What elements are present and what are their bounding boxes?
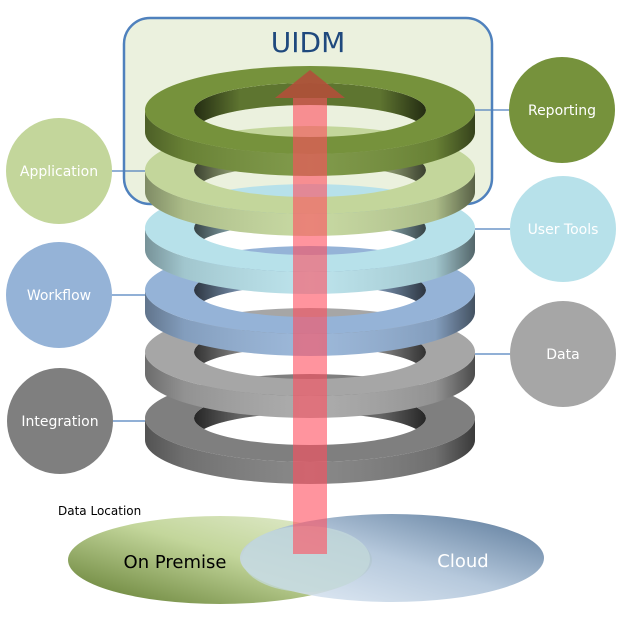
circle-label: Application — [20, 164, 98, 180]
circle-user-tools[interactable]: User Tools — [510, 176, 616, 282]
circle-shape — [510, 301, 616, 407]
circle-integration[interactable]: Integration — [7, 368, 113, 474]
ring-inner-shade — [194, 83, 426, 132]
ring-reporting[interactable] — [144, 65, 476, 176]
ring-side-shade — [145, 228, 475, 294]
circle-workflow[interactable]: Workflow — [6, 242, 112, 348]
ring-side-shade — [145, 418, 475, 484]
circle-label: Data — [546, 347, 579, 363]
uidm-title: UIDM — [271, 26, 345, 59]
ring-top-face — [144, 65, 476, 155]
circle-application[interactable]: Application — [6, 118, 112, 224]
arrow-shaft — [293, 98, 327, 554]
upward-arrow — [275, 70, 345, 554]
ring-side-shade — [145, 352, 475, 418]
circle-label: User Tools — [528, 222, 599, 238]
circle-label: Workflow — [27, 288, 91, 304]
cloud-label: Cloud — [437, 551, 488, 572]
connector-lines — [112, 109, 510, 422]
ring-side-shade — [145, 110, 475, 176]
layer-stack — [144, 65, 476, 484]
circle-shape — [510, 176, 616, 282]
ring-side-shade — [145, 170, 475, 236]
data-location-heading: Data Location — [58, 504, 141, 518]
circle-shape — [509, 57, 615, 163]
circle-data[interactable]: Data — [510, 301, 616, 407]
circle-shape — [6, 118, 112, 224]
circle-reporting[interactable]: Reporting — [509, 57, 615, 163]
ring-side-shade — [145, 290, 475, 356]
arrow-head — [275, 70, 345, 98]
circle-label: Reporting — [528, 103, 596, 119]
circle-shape — [6, 242, 112, 348]
overlap-region — [242, 526, 370, 592]
circle-label: Integration — [21, 414, 98, 430]
circle-shape — [7, 368, 113, 474]
on-premise-label: On Premise — [124, 552, 227, 573]
